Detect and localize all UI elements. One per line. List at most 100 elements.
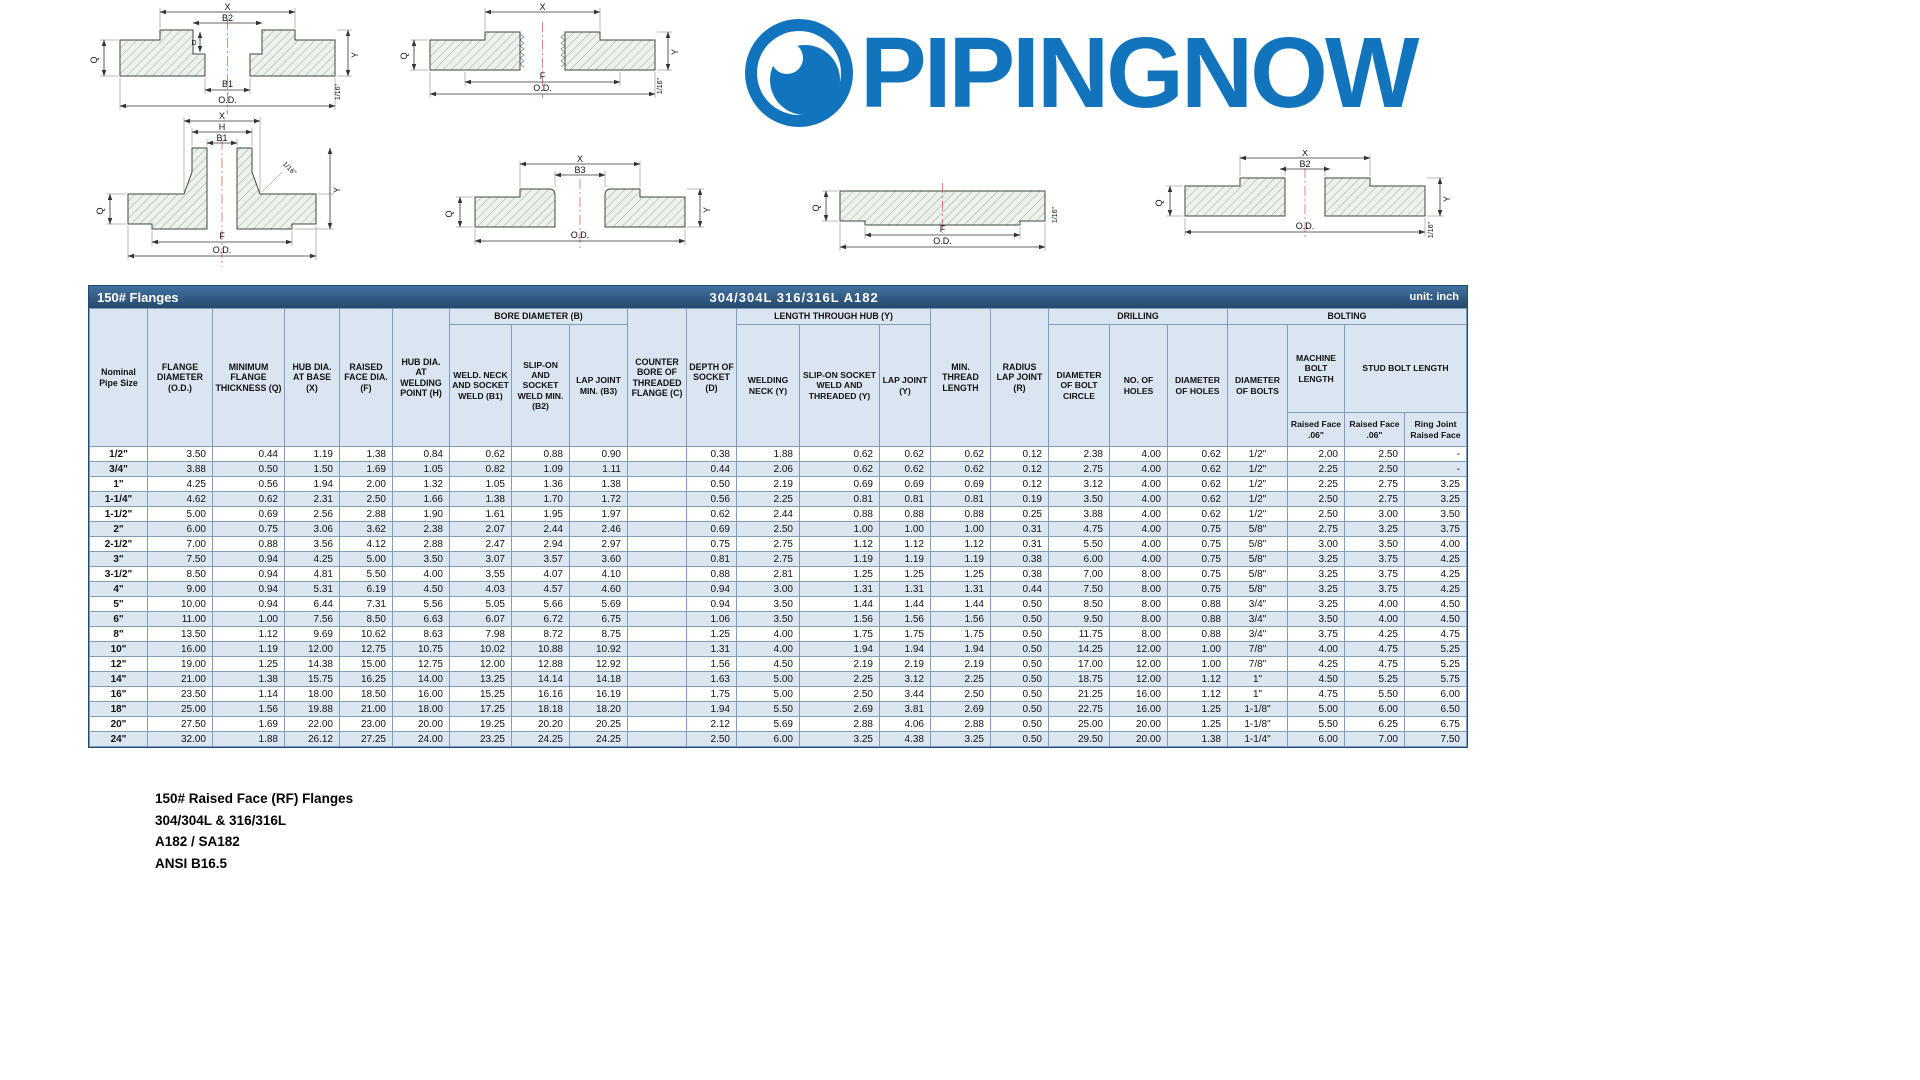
value-cell [627, 476, 687, 492]
value-cell: 3.88 [147, 461, 213, 477]
dim-label-od: O.D. [1296, 221, 1315, 231]
value-cell: 6.00 [1287, 731, 1345, 747]
value-cell: 3.12 [879, 671, 931, 687]
flange-diagram-socket-weld: X B2 D B1 O.D. Q Y 1/16" [89, 2, 365, 132]
header-pipe-size: Nominal Pipe Size [89, 308, 148, 447]
value-cell: 15.75 [284, 671, 340, 687]
value-cell: 2.25 [1287, 461, 1345, 477]
value-cell: 23.00 [339, 716, 393, 732]
value-cell: 0.69 [930, 476, 991, 492]
value-cell: 1.94 [799, 641, 880, 657]
value-cell: 21.00 [147, 671, 213, 687]
value-cell: 3.60 [569, 551, 628, 567]
value-cell: 0.94 [212, 551, 285, 567]
table-title: 150# Flanges [97, 289, 179, 305]
value-cell: 4.75 [1344, 656, 1405, 672]
value-cell: 0.69 [799, 476, 880, 492]
value-cell: 1.36 [511, 476, 570, 492]
value-cell: 3.50 [736, 596, 800, 612]
value-cell: 1.69 [339, 461, 393, 477]
value-cell: 0.50 [686, 476, 737, 492]
value-cell: 1.75 [799, 626, 880, 642]
value-cell: 3/4" [1227, 611, 1288, 627]
value-cell: 10.62 [339, 626, 393, 642]
value-cell: 2.31 [284, 491, 340, 507]
dim-label-q: Q [90, 56, 99, 63]
value-cell: 3.25 [1287, 551, 1345, 567]
value-cell: 15.25 [449, 686, 512, 702]
pipe-size-cell: 10" [89, 641, 148, 657]
value-cell: 7.98 [449, 626, 512, 642]
value-cell: 1.12 [930, 536, 991, 552]
value-cell: 23.25 [449, 731, 512, 747]
value-cell: 1.32 [392, 476, 450, 492]
slip-on-drawing: X B2 O.D. Q Y 1/16" [1154, 148, 1452, 240]
value-cell: 0.19 [990, 491, 1049, 507]
dim-label-y: Y [702, 207, 712, 213]
value-cell: 0.50 [990, 671, 1049, 687]
value-cell: 1.94 [879, 641, 931, 657]
value-cell: 1.06 [686, 611, 737, 627]
value-cell: 1.94 [930, 641, 991, 657]
value-cell: 5.25 [1404, 656, 1467, 672]
value-cell: 0.50 [990, 611, 1049, 627]
value-cell: 0.38 [990, 566, 1049, 582]
value-cell: 0.62 [1167, 491, 1228, 507]
value-cell: 17.00 [1048, 656, 1110, 672]
value-cell: 1.19 [799, 551, 880, 567]
value-cell: 29.50 [1048, 731, 1110, 747]
value-cell: 8.00 [1109, 626, 1168, 642]
value-cell: 4.57 [511, 581, 570, 597]
value-cell [627, 656, 687, 672]
value-cell: 1.31 [799, 581, 880, 597]
value-cell: 4.00 [1287, 641, 1345, 657]
value-cell: 24.25 [511, 731, 570, 747]
value-cell: 19.25 [449, 716, 512, 732]
value-cell: 0.62 [799, 446, 880, 462]
value-cell: 18.75 [1048, 671, 1110, 687]
value-cell: 8.00 [1109, 581, 1168, 597]
value-cell: 1.25 [879, 566, 931, 582]
value-cell: 0.31 [990, 521, 1049, 537]
value-cell: 1.25 [1167, 701, 1228, 717]
value-cell: 1.09 [511, 461, 570, 477]
value-cell: 1.94 [284, 476, 340, 492]
value-cell: 0.62 [686, 506, 737, 522]
pipe-size-cell: 3/4" [89, 461, 148, 477]
value-cell: 8.50 [1048, 596, 1110, 612]
value-cell: 1.12 [1167, 686, 1228, 702]
value-cell [627, 581, 687, 597]
value-cell: 20.00 [1109, 731, 1168, 747]
dim-label-h: H [219, 122, 226, 132]
value-cell: 1.12 [1167, 671, 1228, 687]
value-cell: 5/8" [1227, 581, 1288, 597]
value-cell: 16.16 [511, 686, 570, 702]
table-header: Nominal Pipe Size FLANGE DIAMETER (O.D.)… [89, 308, 1467, 447]
value-cell: 16.00 [147, 641, 213, 657]
value-cell: 5.00 [1287, 701, 1345, 717]
value-cell: 4.50 [1404, 611, 1467, 627]
group-stud-bolt-length: STUD BOLT LENGTH [1344, 324, 1467, 413]
value-cell: 13.50 [147, 626, 213, 642]
header-b2: SLIP-ON AND SOCKET WELD MIN. (B2) [511, 324, 570, 447]
value-cell: 1.38 [339, 446, 393, 462]
pipingnow-logo: PIPINGNOW [742, 16, 1419, 130]
value-cell: 14.38 [284, 656, 340, 672]
value-cell: 8.50 [339, 611, 393, 627]
value-cell: 2.25 [930, 671, 991, 687]
value-cell: 11.00 [147, 611, 213, 627]
value-cell: 8.00 [1109, 566, 1168, 582]
value-cell: 10.92 [569, 641, 628, 657]
value-cell: 1.63 [686, 671, 737, 687]
value-cell: 2.50 [686, 731, 737, 747]
value-cell: 0.69 [879, 476, 931, 492]
value-cell: 1.14 [212, 686, 285, 702]
value-cell: 20.00 [392, 716, 450, 732]
value-cell: 1.00 [799, 521, 880, 537]
value-cell: 18.20 [569, 701, 628, 717]
value-cell: 4.75 [1287, 686, 1345, 702]
value-cell: 7.50 [1048, 581, 1110, 597]
value-cell: 1.69 [212, 716, 285, 732]
flange-diagram-lap-joint: X B3 O.D. Q Y [430, 154, 730, 260]
value-cell: 0.94 [212, 566, 285, 582]
